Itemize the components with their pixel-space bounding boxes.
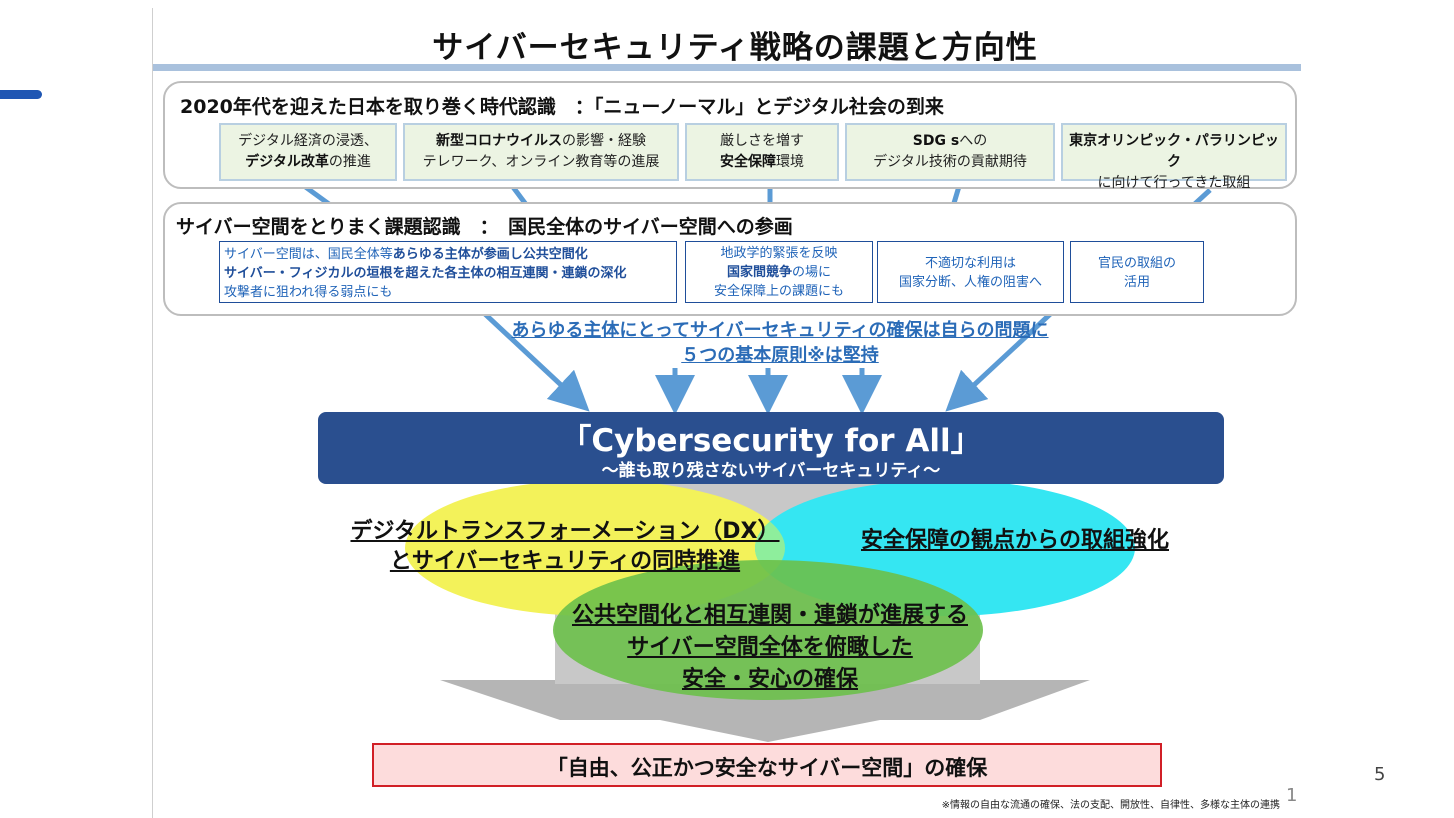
box-text-bold: SDG s	[912, 133, 960, 149]
cybersecurity-for-all-banner	[318, 412, 1224, 484]
footnote: ※情報の自由な流通の確保、法の支配、開放性、自律性、多様な主体の連携	[941, 800, 1280, 811]
era-box-covid: 新型コロナウイルスの影響・経験 テレワーク、オンライン教育等の進展	[403, 123, 679, 181]
box-text: に向けて行ってきた取組	[1097, 175, 1251, 191]
era-recognition-heading: 2020年代を迎えた日本を取り巻く時代認識 ：「ニューノーマル」とデジタル社会の…	[180, 96, 944, 118]
result-box	[372, 743, 1162, 787]
box-text: 国家分断、人権の阻害へ	[898, 275, 1042, 290]
result-text: 「自由、公正かつ安全なサイバー空間」の確保	[546, 756, 988, 780]
issue-box-geopolitics: 地政学的緊張を反映 国家間競争の場に 安全保障上の課題にも	[685, 241, 873, 303]
issue-box-public-space: サイバー空間は、国民全体等あらゆる主体が参画し公共空間化 サイバー・フィジカルの…	[219, 241, 677, 303]
box-text: 官民の取組の	[1097, 256, 1176, 271]
box-text: 不適切な利用は	[924, 256, 1016, 271]
box-text-bold: 東京オリンピック・パラリンピック	[1069, 133, 1279, 170]
era-box-security-environment: 厳しさを増す 安全保障環境	[685, 123, 839, 181]
era-box-olympics: 東京オリンピック・パラリンピック に向けて行ってきた取組	[1061, 123, 1287, 191]
title-underline-bar	[153, 64, 1301, 71]
principle-line-1: あらゆる主体にとってサイバーセキュリティの確保は自らの問題に	[511, 320, 1049, 341]
inner-slide-number: 1	[1286, 785, 1298, 806]
banner-title: 「Cybersecurity for All」	[560, 423, 982, 459]
arrow-to-banner-5	[945, 303, 1062, 412]
venn-center-line-3: 安全・安心の確保	[681, 667, 858, 692]
box-text: デジタル技術の貢献期待	[873, 154, 1027, 170]
box-text: 活用	[1123, 275, 1150, 290]
box-text-bold: あらゆる主体が参画し公共空間化	[392, 247, 588, 262]
box-text-bold: サイバー・フィジカルの垣根を超えた各主体の相互連関・連鎖の深化	[224, 266, 627, 281]
banner-subtitle: ～誰も取り残さないサイバーセキュリティ～	[601, 461, 941, 481]
left-accent-bar	[0, 90, 42, 99]
page-title: サイバーセキュリティ戦略の課題と方向性	[432, 30, 1038, 66]
slide-left-border	[152, 8, 153, 818]
box-text: の場に	[792, 265, 832, 280]
era-box-digital-economy: デジタル経済の浸透、 デジタル改革の推進	[219, 123, 397, 181]
box-text: サイバー空間は、国民全体等	[224, 247, 393, 262]
box-text: テレワーク、オンライン教育等の進展	[422, 154, 660, 170]
issue-box-misuse: 不適切な利用は 国家分断、人権の阻害へ	[877, 241, 1064, 303]
box-text-bold: 国家間競争	[726, 265, 792, 280]
box-text-bold: 安全保障	[720, 154, 776, 170]
issue-box-public-private: 官民の取組の 活用	[1070, 241, 1204, 303]
arrow-to-banner-1	[468, 298, 590, 412]
venn-bottom-circle	[553, 560, 983, 700]
principle-line-2: ５つの基本原則※は堅持	[681, 345, 879, 366]
box-text-bold: デジタル改革	[245, 154, 329, 170]
funnel-shape	[440, 680, 1090, 742]
venn-left-line-2: とサイバーセキュリティの同時推進	[389, 549, 741, 574]
box-text: デジタル経済の浸透、	[238, 133, 378, 149]
box-text: 地政学的緊張を反映	[720, 246, 838, 261]
box-text: の推進	[328, 154, 371, 170]
era-box-sdgs: SDG sへの デジタル技術の貢献期待	[845, 123, 1055, 181]
venn-center-line-2: サイバー空間全体を俯瞰した	[627, 635, 913, 660]
venn-center-line-1: 公共空間化と相互連関・連鎖が進展する	[571, 603, 968, 628]
principle-statement: あらゆる主体にとってサイバーセキュリティの確保は自らの問題に ５つの基本原則※は…	[480, 318, 1080, 368]
box-text: 安全保障上の課題にも	[713, 284, 844, 299]
box-text: の影響・経験	[562, 133, 646, 149]
box-text: 環境	[776, 154, 804, 170]
box-text: 厳しさを増す	[720, 133, 804, 149]
page-number: 5	[1374, 764, 1386, 785]
box-text: への	[959, 133, 988, 149]
box-text-bold: 新型コロナウイルス	[436, 133, 562, 149]
cyberspace-issues-heading: サイバー空間をとりまく課題認識 ： 国民全体のサイバー空間への参画	[176, 216, 793, 238]
venn-left-line-1: デジタルトランスフォーメーション（DX）	[350, 519, 780, 544]
box-text: 攻撃者に狙われ得る弱点にも	[224, 285, 393, 300]
venn-left-label: デジタルトランスフォーメーション（DX） とサイバーセキュリティの同時推進	[330, 517, 800, 577]
venn-right-label: 安全保障の観点からの取組強化	[860, 528, 1169, 553]
venn-center-label: 公共空間化と相互連関・連鎖が進展する サイバー空間全体を俯瞰した 安全・安心の確…	[530, 600, 1010, 696]
